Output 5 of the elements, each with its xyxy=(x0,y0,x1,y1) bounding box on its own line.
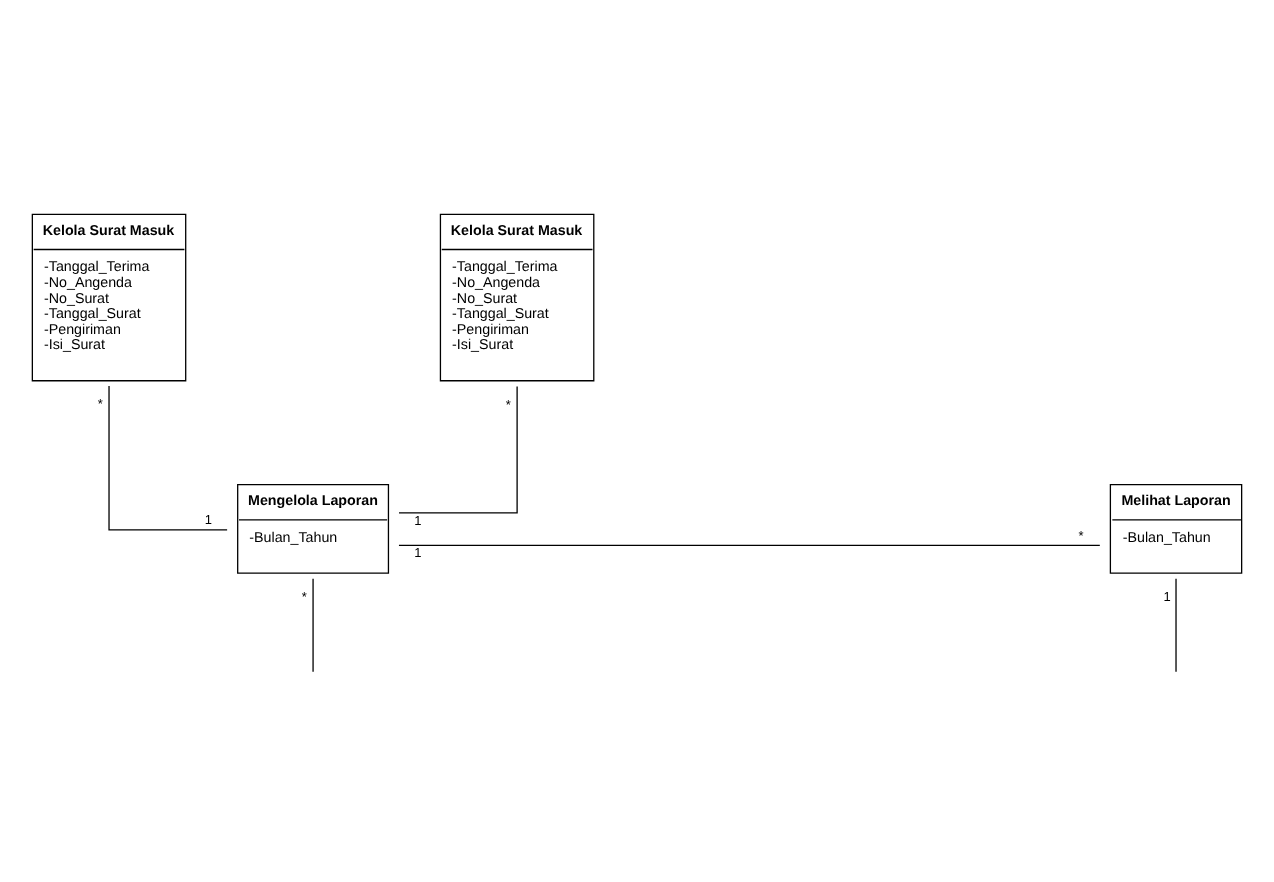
connector xyxy=(1175,578,1177,673)
connector xyxy=(398,544,1101,547)
connector xyxy=(398,385,518,514)
connector xyxy=(312,578,314,673)
connector xyxy=(108,385,228,531)
